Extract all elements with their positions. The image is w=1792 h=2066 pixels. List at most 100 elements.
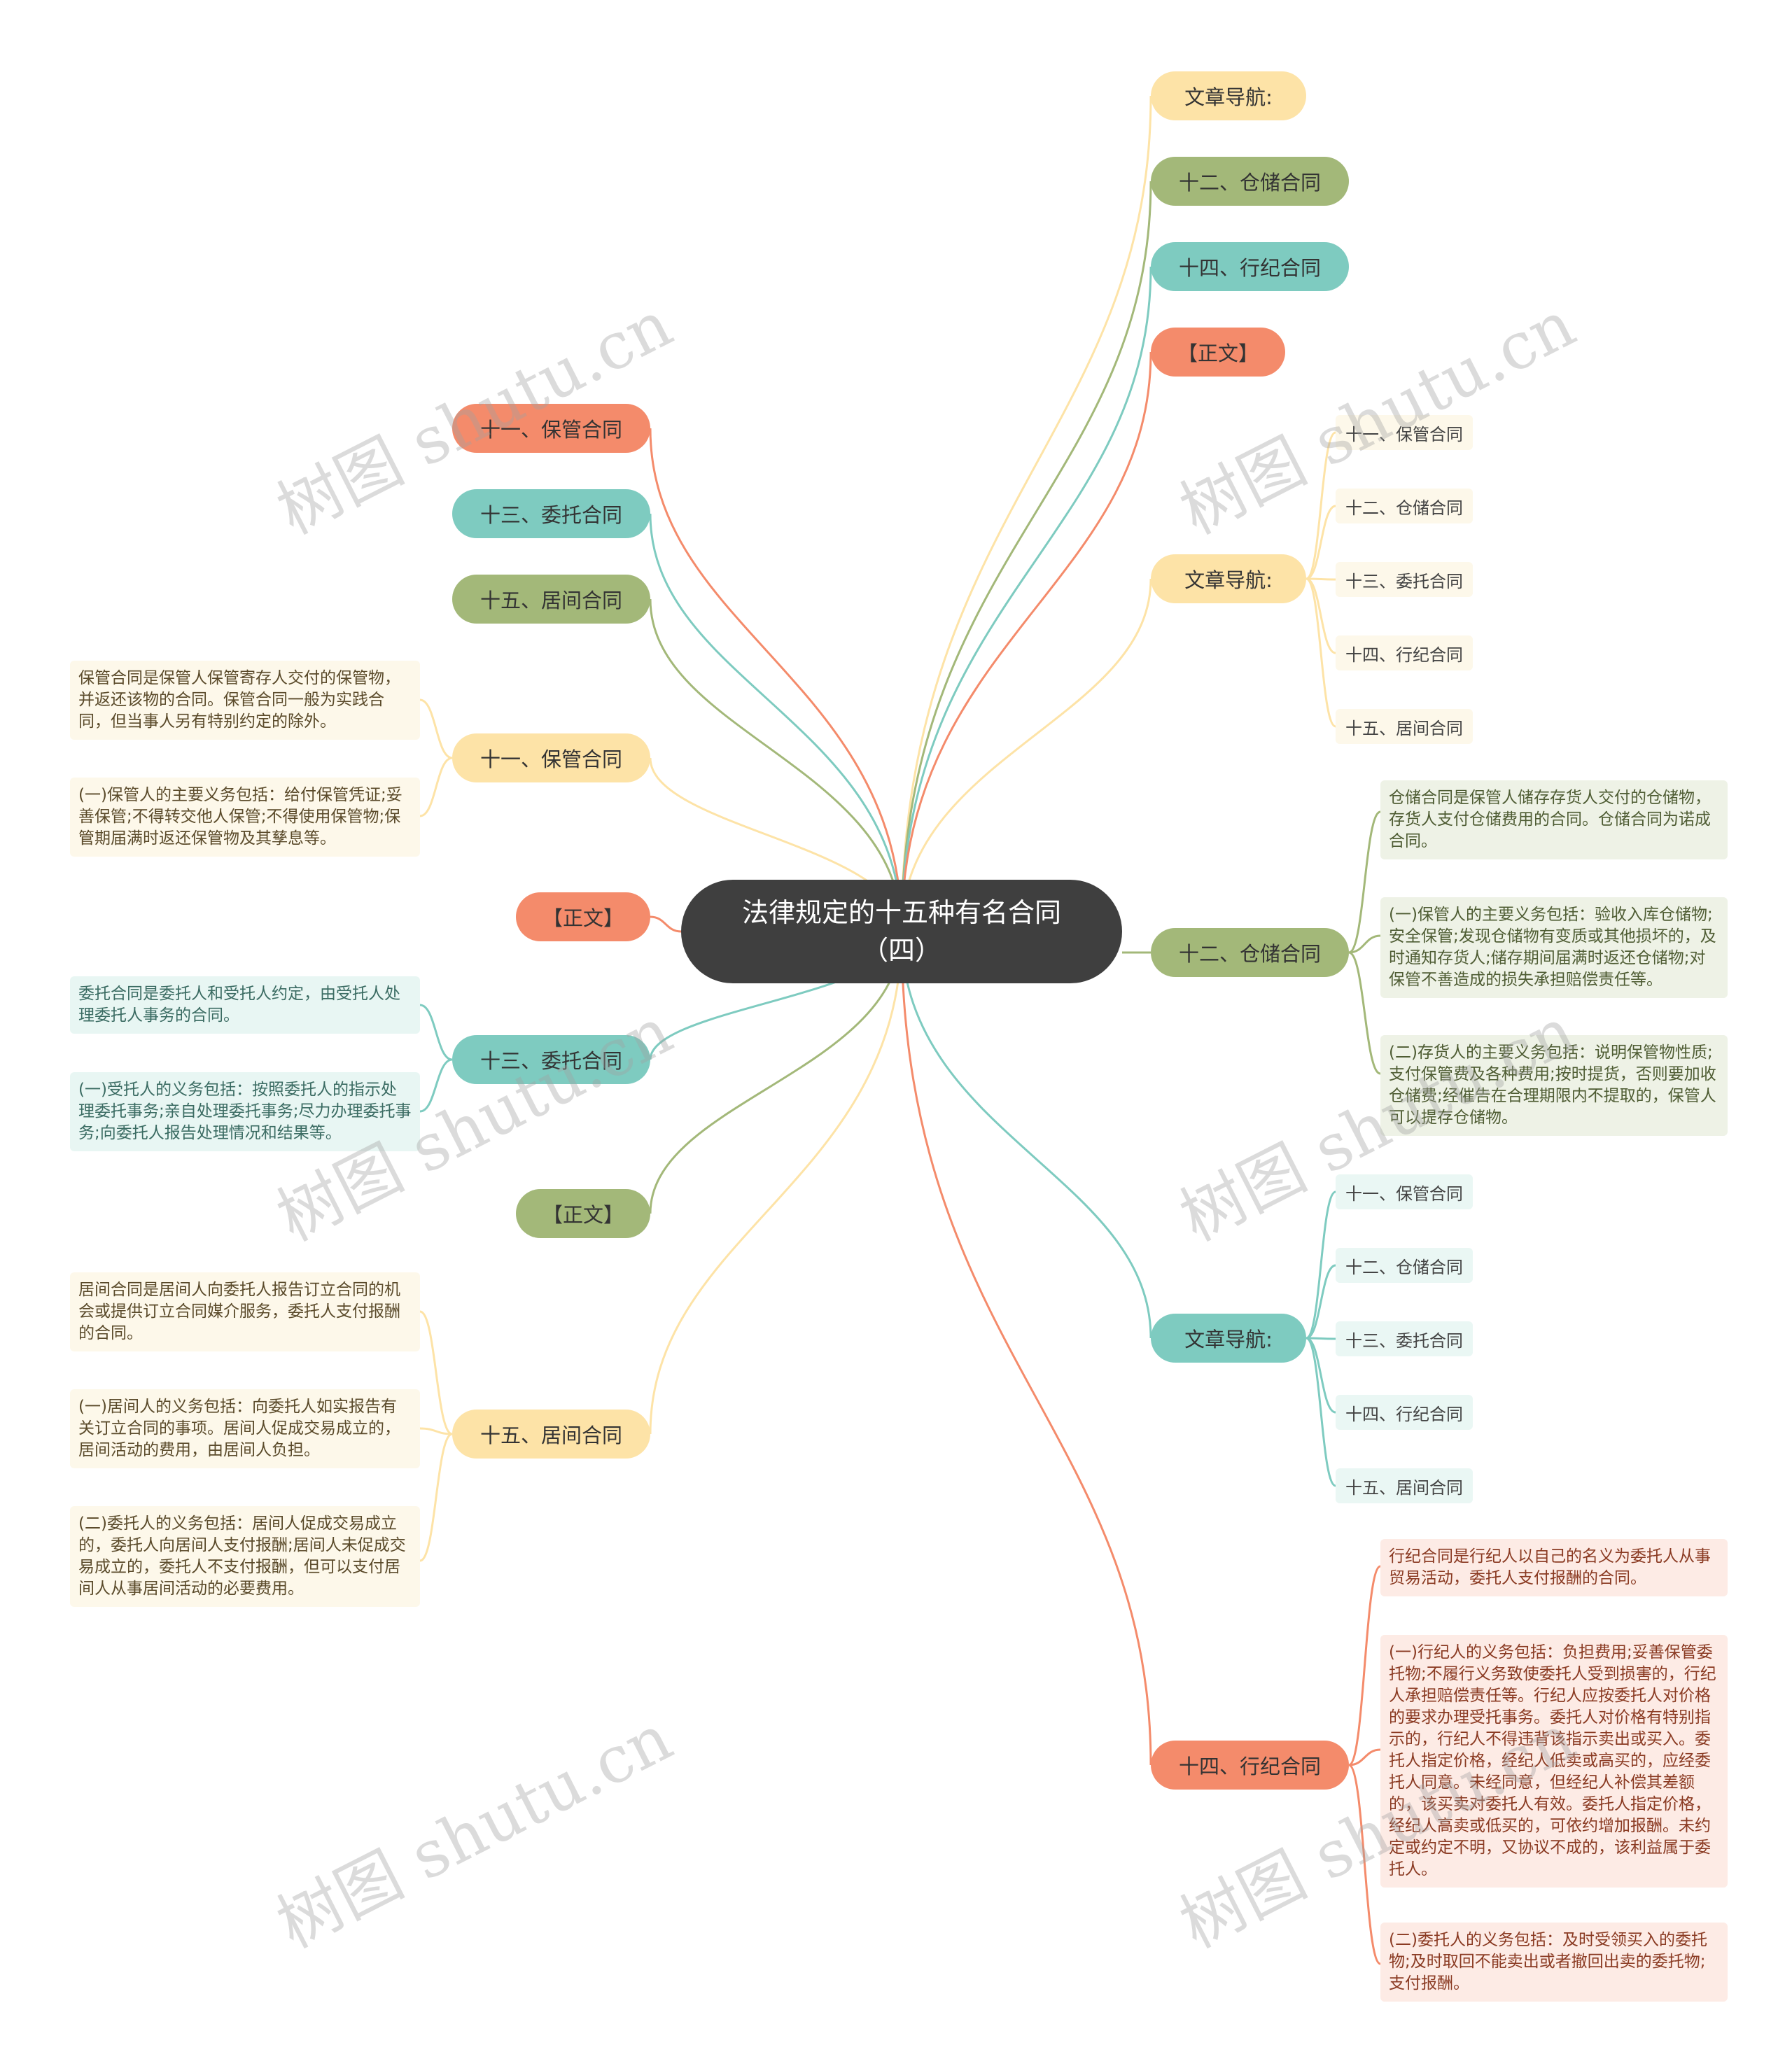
nav2-item-2[interactable]: 十二、仓储合同 xyxy=(1336,489,1473,523)
branch-nav-2[interactable]: 文章导航: xyxy=(1151,554,1306,603)
connector-line xyxy=(649,428,903,932)
branch-jujian[interactable]: 十五、居间合同 xyxy=(452,1410,650,1459)
connector-line xyxy=(419,1310,453,1435)
connector-line xyxy=(900,931,1152,1766)
central-topic[interactable]: 法律规定的十五种有名合同（四） xyxy=(681,880,1122,983)
cangchu-note-2: (一)保管人的主要义务包括：验收入库仓储物;安全保管;发现仓储物有变质或其他损坏… xyxy=(1380,897,1728,998)
connector-line xyxy=(1348,1565,1381,1766)
jujian-note-3: (二)委托人的义务包括：居间人促成交易成立的，委托人向居间人支付报酬;居间人未促… xyxy=(70,1506,420,1607)
connector-line xyxy=(419,1058,453,1113)
branch-hangji-top[interactable]: 十四、行纪合同 xyxy=(1151,242,1349,291)
connector-line xyxy=(1306,1337,1336,1487)
connector-line xyxy=(1348,934,1381,954)
branch-label: 十二、仓储合同 xyxy=(1178,942,1321,966)
leaf-label: 十五、居间合同 xyxy=(1345,1477,1463,1498)
connector-line xyxy=(650,915,682,933)
branch-baoguan[interactable]: 十一、保管合同 xyxy=(452,733,650,782)
connector-line xyxy=(1306,1190,1336,1340)
connector-line xyxy=(900,95,1152,932)
branch-weituo-top[interactable]: 十三、委托合同 xyxy=(452,489,650,538)
hangji-note-2: (一)行纪人的义务包括：负担费用;妥善保管委托物;不履行义务致使委托人受到损害的… xyxy=(1380,1635,1728,1888)
nav2-item-5[interactable]: 十五、居间合同 xyxy=(1336,709,1473,744)
hangji-note-3: (二)委托人的义务包括：及时受领买入的委托物;及时取回不能卖出或者撤回出卖的委托… xyxy=(1380,1923,1728,2002)
nav3-item-2[interactable]: 十二、仓储合同 xyxy=(1336,1248,1473,1283)
branch-label: 十三、委托合同 xyxy=(479,1049,622,1073)
branch-weituo[interactable]: 十三、委托合同 xyxy=(452,1035,650,1084)
connector-line xyxy=(419,1433,453,1562)
central-topic-label: 法律规定的十五种有名合同（四） xyxy=(741,897,1061,966)
branch-label: 十一、保管合同 xyxy=(479,418,622,442)
branch-hangji[interactable]: 十四、行纪合同 xyxy=(1151,1741,1349,1790)
branch-label: 文章导航: xyxy=(1184,85,1273,109)
nav3-item-5[interactable]: 十五、居间合同 xyxy=(1336,1468,1473,1503)
connector-line xyxy=(900,181,1152,932)
connector-line xyxy=(419,1004,453,1061)
leaf-label: 十二、仓储合同 xyxy=(1345,498,1463,518)
branch-label: 十一、保管合同 xyxy=(479,747,622,771)
branch-label: 十五、居间合同 xyxy=(479,1424,622,1447)
branch-label: 十二、仓储合同 xyxy=(1178,171,1321,195)
connector-line xyxy=(1348,1748,1381,1766)
branch-cangchu[interactable]: 十二、仓储合同 xyxy=(1151,928,1349,977)
branch-zhengwen-right[interactable]: 【正文】 xyxy=(1151,328,1285,377)
branch-label: 十四、行纪合同 xyxy=(1178,1755,1321,1778)
nav3-item-4[interactable]: 十四、行纪合同 xyxy=(1336,1395,1473,1430)
connector-line xyxy=(419,1427,453,1435)
branch-cangchu-top[interactable]: 十二、仓储合同 xyxy=(1151,157,1349,206)
weituo-note-2: (一)受托人的义务包括：按照委托人的指示处理委托事务;亲自处理委托事务;尽力办理… xyxy=(70,1072,420,1151)
weituo-note-1: 委托合同是委托人和受托人约定，由受托人处理委托人事务的合同。 xyxy=(70,976,420,1034)
connector-line xyxy=(649,931,903,1214)
branch-nav-top[interactable]: 文章导航: xyxy=(1151,71,1306,120)
nav3-item-1[interactable]: 十一、保管合同 xyxy=(1336,1174,1473,1209)
branch-label: 【正文】 xyxy=(542,906,624,930)
nav2-item-1[interactable]: 十一、保管合同 xyxy=(1336,415,1473,450)
branch-zhengwen-left-2[interactable]: 【正文】 xyxy=(516,1189,650,1238)
leaf-label: 十四、行纪合同 xyxy=(1345,645,1463,665)
branch-baoguan-top[interactable]: 十一、保管合同 xyxy=(452,404,650,453)
branch-jujian-top[interactable]: 十五、居间合同 xyxy=(452,575,650,624)
branch-nav-3[interactable]: 文章导航: xyxy=(1151,1314,1306,1363)
baoguan-note-1: 保管合同是保管人保管寄存人交付的保管物，并返还该物的合同。保管合同一般为实践合同… xyxy=(70,661,420,740)
connector-line xyxy=(419,757,453,817)
connector-line xyxy=(1306,1337,1336,1414)
connector-line xyxy=(649,513,903,932)
nav2-item-3[interactable]: 十三、委托合同 xyxy=(1336,562,1473,597)
connector-line xyxy=(1306,577,1336,728)
connector-line xyxy=(1306,1264,1336,1340)
cangchu-note-3: (二)存货人的主要义务包括：说明保管物性质;支付保管费及各种费用;按时提货，否则… xyxy=(1380,1035,1728,1136)
leaf-label: 十一、保管合同 xyxy=(1345,424,1463,444)
baoguan-note-2: (一)保管人的主要义务包括：给付保管凭证;妥善保管;不得转交他人保管;不得使用保… xyxy=(70,778,420,857)
branch-label: 【正文】 xyxy=(1177,342,1259,365)
connector-line xyxy=(900,266,1152,932)
connector-line xyxy=(1306,505,1336,580)
connector-line xyxy=(649,598,903,932)
jujian-note-1: 居间合同是居间人向委托人报告订立合同的机会或提供订立合同媒介服务，委托人支付报酬… xyxy=(70,1272,420,1351)
branch-label: 十三、委托合同 xyxy=(479,503,622,527)
connector-line xyxy=(1306,431,1336,580)
connector-line xyxy=(900,931,1152,1339)
connector-line xyxy=(900,351,1152,932)
hangji-note-1: 行纪合同是行纪人以自己的名义为委托人从事贸易活动，委托人支付报酬的合同。 xyxy=(1380,1539,1728,1596)
leaf-label: 十三、委托合同 xyxy=(1345,1330,1463,1351)
leaf-label: 十二、仓储合同 xyxy=(1345,1257,1463,1277)
connector-line xyxy=(419,698,453,759)
branch-label: 【正文】 xyxy=(542,1203,624,1227)
connector-line xyxy=(1348,951,1381,1075)
leaf-label: 十五、居间合同 xyxy=(1345,718,1463,738)
leaf-label: 十四、行纪合同 xyxy=(1345,1404,1463,1424)
branch-zhengwen-left-1[interactable]: 【正文】 xyxy=(516,892,650,941)
connector-line xyxy=(900,578,1152,932)
branch-label: 文章导航: xyxy=(1184,568,1273,592)
connector-line xyxy=(1348,810,1381,954)
nav3-item-3[interactable]: 十三、委托合同 xyxy=(1336,1321,1473,1356)
branch-label: 十四、行纪合同 xyxy=(1178,256,1321,280)
cangchu-note-1: 仓储合同是保管人储存存货人交付的仓储物，存货人支付仓储费用的合同。仓储合同为诺成… xyxy=(1380,780,1728,859)
leaf-label: 十一、保管合同 xyxy=(1345,1183,1463,1204)
connector-line xyxy=(1348,1764,1381,1965)
branch-label: 文章导航: xyxy=(1184,1328,1273,1351)
branch-label: 十五、居间合同 xyxy=(479,589,622,612)
connector-line xyxy=(649,931,903,1435)
nav2-item-4[interactable]: 十四、行纪合同 xyxy=(1336,635,1473,670)
connector-line xyxy=(1306,1337,1336,1340)
connector-line xyxy=(1306,577,1336,654)
